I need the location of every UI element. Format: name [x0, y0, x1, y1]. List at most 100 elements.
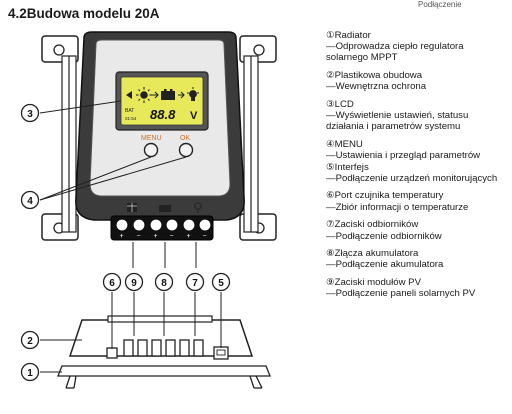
lcd-digits: 88.8 [150, 107, 176, 122]
terminal-polarity-sign: − [170, 233, 174, 240]
menu-button-label: MENU [141, 135, 162, 142]
callout-number: 6 [109, 278, 115, 289]
screw-terminal [115, 218, 129, 232]
lcd-bulb-icon [187, 87, 199, 101]
legend-item-number: ⑧ [326, 248, 335, 260]
side-terminal-slot [193, 339, 204, 357]
lcd-arrow-right-icon [152, 91, 159, 99]
side-view-terminals [123, 339, 204, 357]
terminal-polarity-sign: + [154, 233, 158, 240]
legend-item-title: Port czujnika temperatury [334, 190, 444, 202]
side-view-case [68, 315, 254, 357]
terminal-icons-row [127, 202, 202, 213]
legend-item-name: ③LCD [326, 99, 510, 110]
legend-item-title: Interfejs [334, 161, 369, 173]
callout-number: 7 [192, 278, 198, 289]
legend-item: ⑦Zaciski odbiorników—Podłączenie odbiorn… [326, 219, 510, 241]
terminal-polarity-sign: − [203, 233, 207, 240]
legend-item-description: —Podłączenie paneli solarnych PV [326, 288, 476, 300]
legend-item: ⑤Interfejs—Podłączenie urządzeń monitoru… [326, 162, 510, 184]
callout-number: 8 [161, 278, 167, 289]
side-terminal-slot [179, 339, 190, 357]
legend-item-title: Złącza akumulatora [334, 248, 419, 260]
legend-item: ⑥Port czujnika temperatury—Zbiór informa… [326, 190, 510, 212]
legend-item-name: ④MENU [326, 139, 510, 150]
legend-item-name: ⑦Zaciski odbiorników [326, 219, 510, 230]
side-terminal-slot [165, 339, 176, 357]
legend-item-number: ⑥ [326, 190, 335, 202]
terminal-polarity-sign: + [120, 233, 124, 240]
legend-item-number: ② [326, 70, 335, 82]
legend-item-number: ⑤ [326, 161, 335, 173]
lcd-small-time: 01:54 [125, 116, 137, 121]
lcd-unit: V [190, 110, 198, 122]
callout-number: 9 [131, 278, 137, 289]
legend-item: ④MENU—Ustawienia i przegląd parametrów [326, 139, 510, 161]
callout-marker: 5 [211, 272, 231, 292]
terminal-block [110, 215, 214, 241]
legend-item-description: —Podłączenie akumulatora [326, 259, 444, 271]
legend-item-name: ②Plastikowa obudowa [326, 70, 510, 81]
temperature-sensor-port [106, 347, 118, 359]
callout-marker: 4 [20, 190, 40, 210]
clipped-top-text: Podłączenie [418, 0, 462, 9]
lcd-arrow-left-icon [126, 91, 132, 99]
legend-item-title: Zaciski odbiorników [334, 219, 419, 231]
lcd-sun-icon [136, 87, 152, 103]
heatsink-fins-left [61, 55, 77, 233]
callout-number: 3 [27, 109, 33, 120]
legend-item-title: Plastikowa obudowa [334, 70, 423, 82]
legend-item-description: —Ustawienia i przegląd parametrów [326, 150, 481, 162]
legend-item-title: LCD [334, 99, 354, 111]
lcd-screen: BAT 01:54 88.8 V [115, 71, 209, 131]
legend-item-title: Zaciski modułów PV [334, 277, 421, 289]
callout-marker: 1 [20, 362, 40, 382]
terminal-polarity-sign: + [187, 233, 191, 240]
lcd-battery-icon [161, 91, 175, 100]
battery-icon [159, 205, 171, 212]
legend-item-name: ⑥Port czujnika temperatury [326, 190, 510, 201]
callout-number: 5 [218, 278, 224, 289]
legend-item-name: ①Radiator [326, 30, 510, 41]
screw-terminal [198, 218, 212, 232]
legend-item-title: Radiator [334, 30, 371, 41]
legend-item-title: MENU [334, 139, 363, 151]
side-terminal-slot [137, 339, 148, 357]
screw-terminal [182, 218, 196, 232]
callout-marker: 2 [20, 330, 40, 350]
communication-interface-port [213, 346, 229, 360]
callout-marker: 9 [124, 272, 144, 292]
legend-item-name: ⑨Zaciski modułów PV [326, 277, 510, 288]
section-title: 4.2Budowa modelu 20A [8, 6, 160, 21]
legend-item-number: ⑨ [326, 277, 335, 289]
ok-button[interactable] [178, 142, 194, 158]
legend-item-description: —Podłączenie urządzeń monitorujących [326, 172, 498, 184]
legend-item-description: —Odprowadza ciepło regulatora [326, 41, 464, 53]
callout-marker: 6 [102, 272, 122, 292]
ok-button-label: OK [180, 135, 190, 142]
legend-item-name: ⑤Interfejs [326, 162, 510, 173]
side-heatsink [57, 365, 271, 389]
legend-item-description: —Zbiór informacji o temperaturze [326, 201, 469, 213]
screw-terminal [149, 218, 163, 232]
legend-item-number: ⑦ [326, 219, 335, 231]
legend-item-description: solarnego MPPT [326, 52, 398, 64]
legend-item-number: ① [326, 30, 335, 41]
legend-item-description: —Wyświetlenie ustawień, statusu [326, 110, 469, 122]
legend-item-description: —Wewnętrzna ochrona [326, 81, 427, 93]
side-terminal-slot [123, 339, 134, 357]
screw-terminal [132, 218, 146, 232]
terminal-polarity-sign: − [137, 233, 141, 240]
menu-button[interactable] [143, 142, 159, 158]
legend-item-description: działania i parametrów systemu [326, 121, 461, 133]
legend-item-number: ③ [326, 99, 335, 111]
callout-marker: 7 [185, 272, 205, 292]
legend-item-name: ⑧Złącza akumulatora [326, 248, 510, 259]
callout-marker: 3 [20, 103, 40, 123]
load-bulb-icon [194, 202, 202, 213]
callout-marker: 8 [154, 272, 174, 292]
